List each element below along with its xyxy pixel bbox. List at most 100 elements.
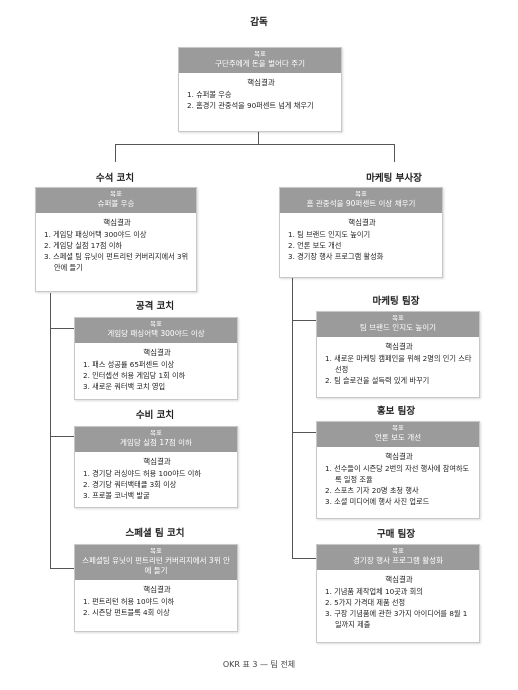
okr-card-offense-coach: 목표 게임당 패싱어택 300야드 이상 핵심결과 1. 패스 성공률 65퍼센… xyxy=(74,317,238,400)
objective-label: 목표 xyxy=(392,314,404,322)
key-results-block: 핵심결과 1. 팀 브랜드 인지도 높이기 2. 언론 보도 개선 3. 경기장… xyxy=(280,213,442,266)
key-results-block: 핵심결과 1. 패스 성공률 65퍼센트 이상 2. 인터셉션 허용 게임당 1… xyxy=(75,343,237,396)
key-results-title: 핵심결과 xyxy=(143,348,171,357)
role-defense-coach: 수비 코치 xyxy=(135,410,175,421)
figure-caption: OKR 표 3 — 팀 전체 xyxy=(222,660,296,669)
objective-text: 경기장 행사 프로그램 활성화 xyxy=(353,556,443,565)
key-results-title: 핵심결과 xyxy=(385,452,413,461)
role-pr-lead: 홍보 팀장 xyxy=(376,406,416,417)
key-result-item: 3. 경기장 행사 프로그램 활성화 xyxy=(288,252,384,261)
key-result-item: 2. 팀 슬로건을 설득력 있게 바꾸기 xyxy=(325,376,430,385)
connector-line xyxy=(258,130,259,144)
key-results-block: 핵심결과 1. 선수들이 시즌당 2번의 자선 행사에 참여하도록 일정 조율 … xyxy=(317,447,479,511)
role-director: 감독 xyxy=(250,17,268,28)
objective-text: 언론 보도 개선 xyxy=(374,433,422,442)
key-result-item: 2. 5가지 가격대 제품 선정 xyxy=(325,598,406,607)
connector-line xyxy=(115,144,395,145)
objective-block: 목표 홈 관중석을 90퍼센트 이상 채우기 xyxy=(280,188,442,213)
objective-text: 팀 브랜드 인지도 높이기 xyxy=(359,323,437,332)
key-result-item: 1. 게임당 패싱어택 300야드 이상 xyxy=(44,230,147,239)
key-result-item: 3. 스페셜 팀 유닛이 펀트리턴 커버리지에서 3위 안에 들기 xyxy=(44,252,189,272)
key-results-block: 핵심결과 1. 게임당 패싱어택 300야드 이상 2. 게임당 실점 17점 … xyxy=(36,213,196,277)
objective-block: 목표 게임당 패싱어택 300야드 이상 xyxy=(75,318,237,343)
connector-line xyxy=(292,276,293,558)
key-result-item: 2. 언론 보도 개선 xyxy=(288,241,342,250)
key-result-item: 2. 인터셉션 허용 게임당 1회 이하 xyxy=(83,371,186,380)
key-results-title: 핵심결과 xyxy=(143,585,171,594)
key-result-item: 2. 게임당 실점 17점 이하 xyxy=(44,241,123,250)
objective-text: 게임당 패싱어택 300야드 이상 xyxy=(107,329,205,338)
key-results-title: 핵심결과 xyxy=(385,575,413,584)
key-results-list: 1. 패스 성공률 65퍼센트 이상 2. 인터셉션 허용 게임당 1회 이하 … xyxy=(83,359,231,392)
key-result-item: 2. 경기당 쿼터백태클 3회 이상 xyxy=(83,480,177,489)
key-results-block: 핵심결과 1. 기념품 제작업체 10곳과 회의 2. 5가지 가격대 제품 선… xyxy=(317,570,479,634)
objective-text: 구단주에게 돈을 벌어다 주기 xyxy=(215,59,305,68)
key-result-item: 2. 시즌당 펀트블록 4회 이상 xyxy=(83,608,170,617)
okr-card-director: 목표 구단주에게 돈을 벌어다 주기 핵심결과 1. 슈퍼볼 우승 2. 홈경기… xyxy=(178,47,342,132)
key-result-item: 2. 스포츠 기자 20명 초청 행사 xyxy=(325,486,419,495)
role-purchasing-lead: 구매 팀장 xyxy=(376,529,416,540)
connector-line xyxy=(50,436,74,437)
objective-text: 슈퍼볼 우승 xyxy=(97,199,135,208)
key-results-list: 1. 팀 브랜드 인지도 높이기 2. 언론 보도 개선 3. 경기장 행사 프… xyxy=(288,229,436,262)
objective-label: 목표 xyxy=(355,190,367,198)
okr-card-marketing-vp: 목표 홈 관중석을 90퍼센트 이상 채우기 핵심결과 1. 팀 브랜드 인지도… xyxy=(279,187,443,278)
objective-block: 목표 팀 브랜드 인지도 높이기 xyxy=(317,312,479,337)
key-results-list: 1. 새로운 마케팅 캠페인을 위해 2명의 인기 스타 선정 2. 팀 슬로건… xyxy=(325,353,473,386)
connector-line xyxy=(292,432,316,433)
connector-line xyxy=(394,144,395,162)
key-results-block: 핵심결과 1. 새로운 마케팅 캠페인을 위해 2명의 인기 스타 선정 2. … xyxy=(317,337,479,390)
objective-label: 목표 xyxy=(392,547,404,555)
key-result-item: 1. 펀트리턴 허용 10야드 이하 xyxy=(83,597,175,606)
key-results-title: 핵심결과 xyxy=(103,218,131,227)
key-results-list: 1. 경기당 러싱야드 허용 100야드 이하 2. 경기당 쿼터백태클 3회 … xyxy=(83,468,231,501)
key-result-item: 1. 경기당 러싱야드 허용 100야드 이하 xyxy=(83,469,201,478)
objective-text: 홈 관중석을 90퍼센트 이상 채우기 xyxy=(306,199,416,208)
key-results-list: 1. 펀트리턴 허용 10야드 이하 2. 시즌당 펀트블록 4회 이상 xyxy=(83,596,231,618)
objective-block: 목표 구단주에게 돈을 벌어다 주기 xyxy=(179,48,341,73)
objective-block: 목표 스페셜팀 유닛이 펀트리턴 커버리지에서 3위 안에 들기 xyxy=(75,545,237,580)
key-results-list: 1. 선수들이 시즌당 2번의 자선 행사에 참여하도록 일정 조율 2. 스포… xyxy=(325,463,473,507)
key-result-item: 1. 기념품 제작업체 10곳과 회의 xyxy=(325,587,423,596)
key-result-item: 3. 프로볼 코너백 발굴 xyxy=(83,491,150,500)
objective-block: 목표 게임당 실점 17점 이하 xyxy=(75,427,237,452)
objective-label: 목표 xyxy=(150,429,162,437)
key-results-list: 1. 기념품 제작업체 10곳과 회의 2. 5가지 가격대 제품 선정 3. … xyxy=(325,586,473,630)
key-results-block: 핵심결과 1. 경기당 러싱야드 허용 100야드 이하 2. 경기당 쿼터백태… xyxy=(75,452,237,505)
objective-label: 목표 xyxy=(392,424,404,432)
objective-text: 스페셜팀 유닛이 펀트리턴 커버리지에서 3위 안에 들기 xyxy=(82,556,230,575)
key-results-title: 핵심결과 xyxy=(247,78,275,87)
objective-label: 목표 xyxy=(150,320,162,328)
okr-card-purchasing-lead: 목표 경기장 행사 프로그램 활성화 핵심결과 1. 기념품 제작업체 10곳과… xyxy=(316,544,480,643)
key-results-block: 핵심결과 1. 슈퍼볼 우승 2. 홈경기 관중석을 90퍼센트 넘게 채우기 xyxy=(179,73,341,115)
objective-block: 목표 언론 보도 개선 xyxy=(317,422,479,447)
objective-label: 목표 xyxy=(254,50,266,58)
role-offense-coach: 공격 코치 xyxy=(135,301,175,312)
objective-label: 목표 xyxy=(150,547,162,555)
key-result-item: 3. 구장 기념품에 관한 3가지 아이디어를 8월 1일까지 제출 xyxy=(325,609,468,629)
key-results-list: 1. 슈퍼볼 우승 2. 홈경기 관중석을 90퍼센트 넘게 채우기 xyxy=(187,89,335,111)
key-result-item: 1. 슈퍼볼 우승 xyxy=(187,90,232,99)
key-result-item: 3. 소셜 미디어에 행사 사진 업로드 xyxy=(325,497,430,506)
connector-line xyxy=(50,328,74,329)
key-result-item: 1. 팀 브랜드 인지도 높이기 xyxy=(288,230,371,239)
key-results-title: 핵심결과 xyxy=(143,457,171,466)
key-results-title: 핵심결과 xyxy=(385,342,413,351)
key-result-item: 1. 새로운 마케팅 캠페인을 위해 2명의 인기 스타 선정 xyxy=(325,354,472,374)
connector-line xyxy=(292,320,316,321)
connector-line xyxy=(115,144,116,162)
role-marketing-vp: 마케팅 부사장 xyxy=(366,173,422,184)
objective-label: 목표 xyxy=(110,190,122,198)
okr-card-head-coach: 목표 슈퍼볼 우승 핵심결과 1. 게임당 패싱어택 300야드 이상 2. 게… xyxy=(35,187,197,292)
role-marketing-lead: 마케팅 팀장 xyxy=(372,296,420,307)
connector-line xyxy=(292,558,316,559)
okr-card-pr-lead: 목표 언론 보도 개선 핵심결과 1. 선수들이 시즌당 2번의 자선 행사에 … xyxy=(316,421,480,519)
key-results-title: 핵심결과 xyxy=(348,218,376,227)
objective-block: 목표 경기장 행사 프로그램 활성화 xyxy=(317,545,479,570)
key-result-item: 1. 선수들이 시즌당 2번의 자선 행사에 참여하도록 일정 조율 xyxy=(325,464,470,484)
key-result-item: 2. 홈경기 관중석을 90퍼센트 넘게 채우기 xyxy=(187,101,314,110)
connector-line xyxy=(50,568,74,569)
key-result-item: 3. 새로운 쿼터백 코치 영입 xyxy=(83,382,166,391)
objective-text: 게임당 실점 17점 이하 xyxy=(120,438,192,447)
role-special-teams-coach: 스페셜 팀 코치 xyxy=(125,528,185,539)
